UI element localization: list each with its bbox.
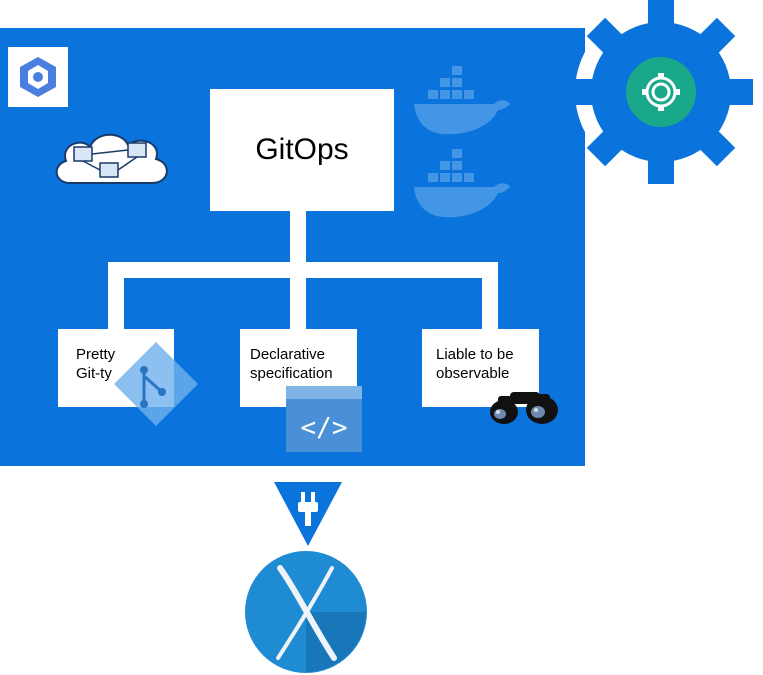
connector-left [108,262,124,330]
plug-icon [274,482,342,546]
connector-right [482,262,498,330]
node-label-line2: observable [436,365,510,382]
node-label-line2: specification [250,365,333,382]
docker-whale-icon [414,149,510,218]
node-label-line1: Declarative [250,346,326,363]
node-label-line2: Git-ty [76,365,112,382]
git-icon [114,342,198,426]
connector-mid [290,262,306,330]
gitops-node: GitOps [210,89,394,211]
gear-icon [569,0,753,184]
gitops-label: GitOps [255,133,349,166]
node-label-line1: Liable to be [436,346,514,363]
macos-x-icon [245,551,367,673]
code-window-icon: </> [286,386,362,452]
kubernetes-engine-icon [8,47,68,107]
node-label-line1: Pretty [76,346,116,363]
binoculars-icon [490,392,558,424]
docker-whale-icon [414,66,510,135]
connector-trunk [290,211,306,263]
svg-text:</>: </> [301,413,348,443]
cloud-network-icon [55,133,168,184]
